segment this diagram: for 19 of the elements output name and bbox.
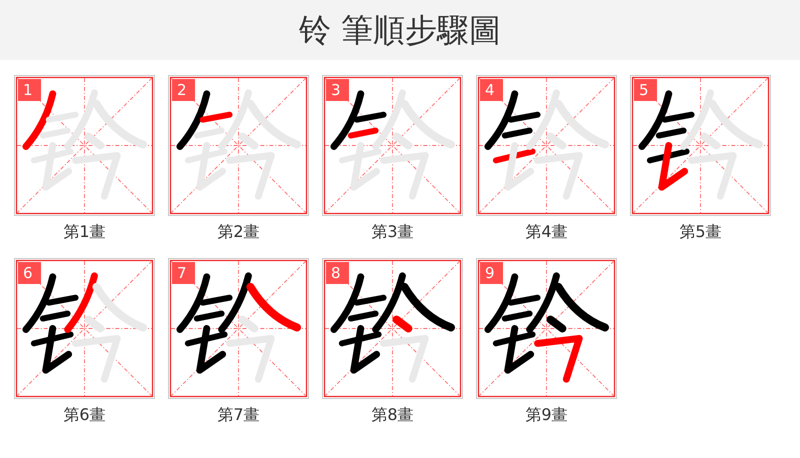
step-number: 8 — [326, 262, 349, 284]
step-caption: 第9畫 — [524, 405, 569, 425]
step-number: 9 — [480, 262, 503, 284]
step-caption: 第2畫 — [216, 222, 261, 242]
step-number: 4 — [480, 79, 503, 101]
step-number: 5 — [634, 79, 657, 101]
step-caption: 第5畫 — [678, 222, 723, 242]
step-caption: 第3畫 — [370, 222, 415, 242]
step-caption: 第6畫 — [62, 405, 107, 425]
step-number: 2 — [172, 79, 195, 101]
step-number: 6 — [18, 262, 41, 284]
step-caption: 第8畫 — [370, 405, 415, 425]
title: 铃 筆順步驟圖 — [298, 10, 502, 51]
step-number: 3 — [326, 79, 349, 101]
step-number: 7 — [172, 262, 195, 284]
step-caption: 第1畫 — [62, 222, 107, 242]
step-number: 1 — [18, 79, 41, 101]
step-caption: 第4畫 — [524, 222, 569, 242]
step-caption: 第7畫 — [216, 405, 261, 425]
